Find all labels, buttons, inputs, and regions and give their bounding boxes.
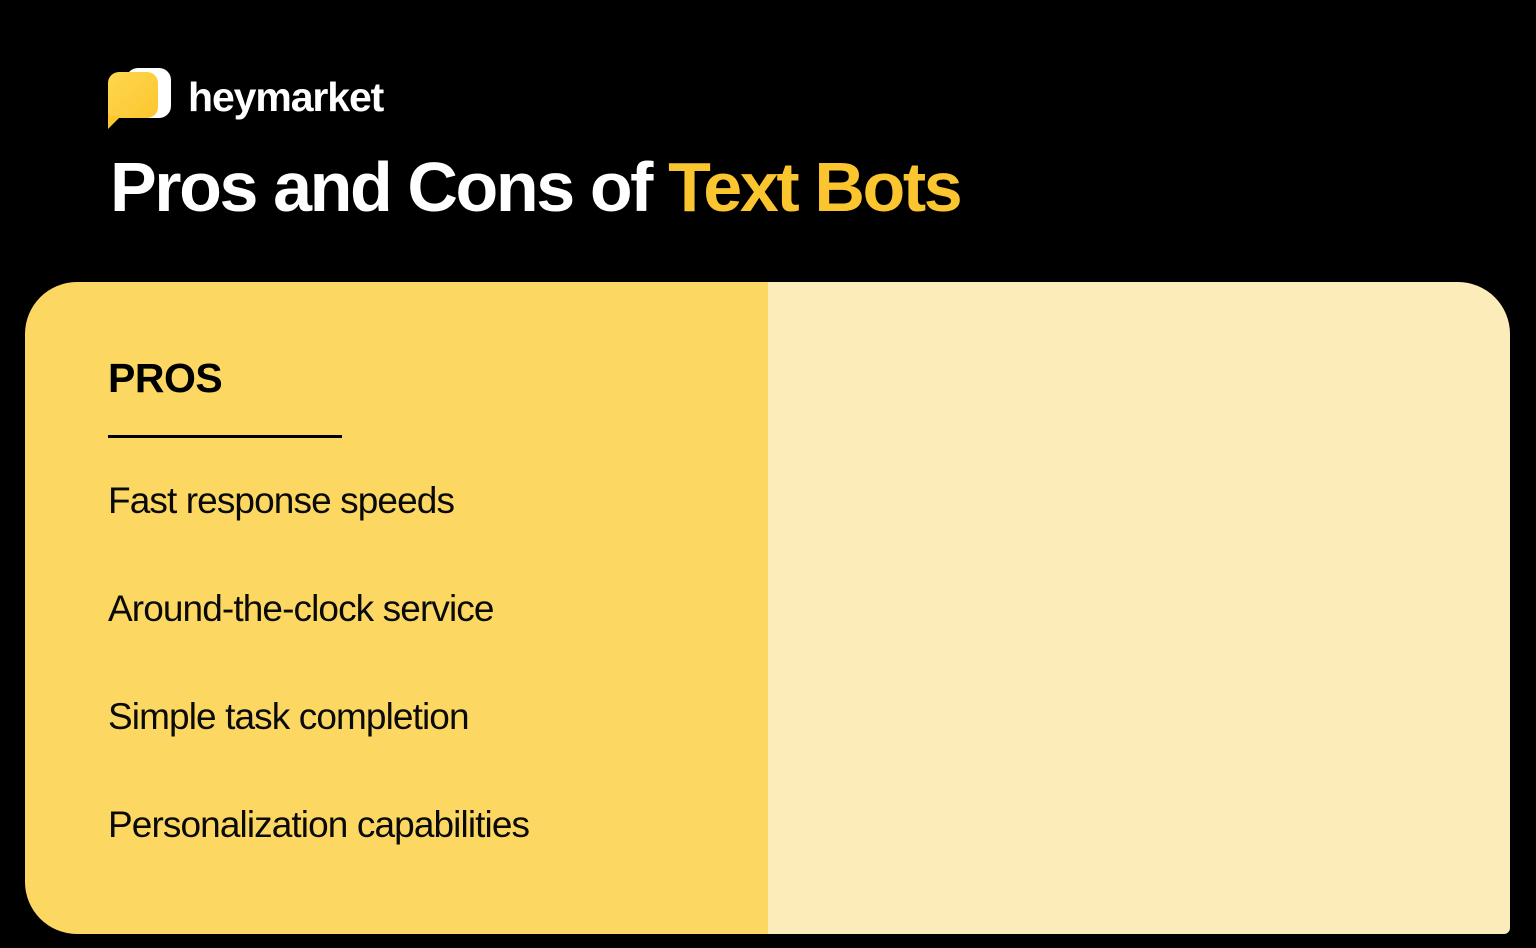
pros-list: Fast response speeds Around-the-clock se… [108,482,768,914]
pros-panel: PROS Fast response speeds Around-the-clo… [25,282,768,934]
list-item: Personalization capabilities [108,804,530,845]
page-title: Pros and Cons of Text Bots [110,148,963,226]
pros-divider [108,435,342,438]
list-item: Simple task completion [108,696,470,737]
page-title-accent: Text Bots [668,148,963,226]
pros-cons-card: PROS Fast response speeds Around-the-clo… [25,282,1510,934]
pros-heading: PROS [108,355,223,401]
list-item: Fast response speeds [108,480,455,521]
list-item: Around-the-clock service [108,588,494,629]
speech-bubble-front-shape [108,72,158,129]
page-title-lead: Pros and Cons of [110,148,669,226]
speech-bubble-icon [108,66,174,129]
brand-name: heymarket [188,73,384,120]
brand-logo[interactable]: heymarket [108,66,384,129]
